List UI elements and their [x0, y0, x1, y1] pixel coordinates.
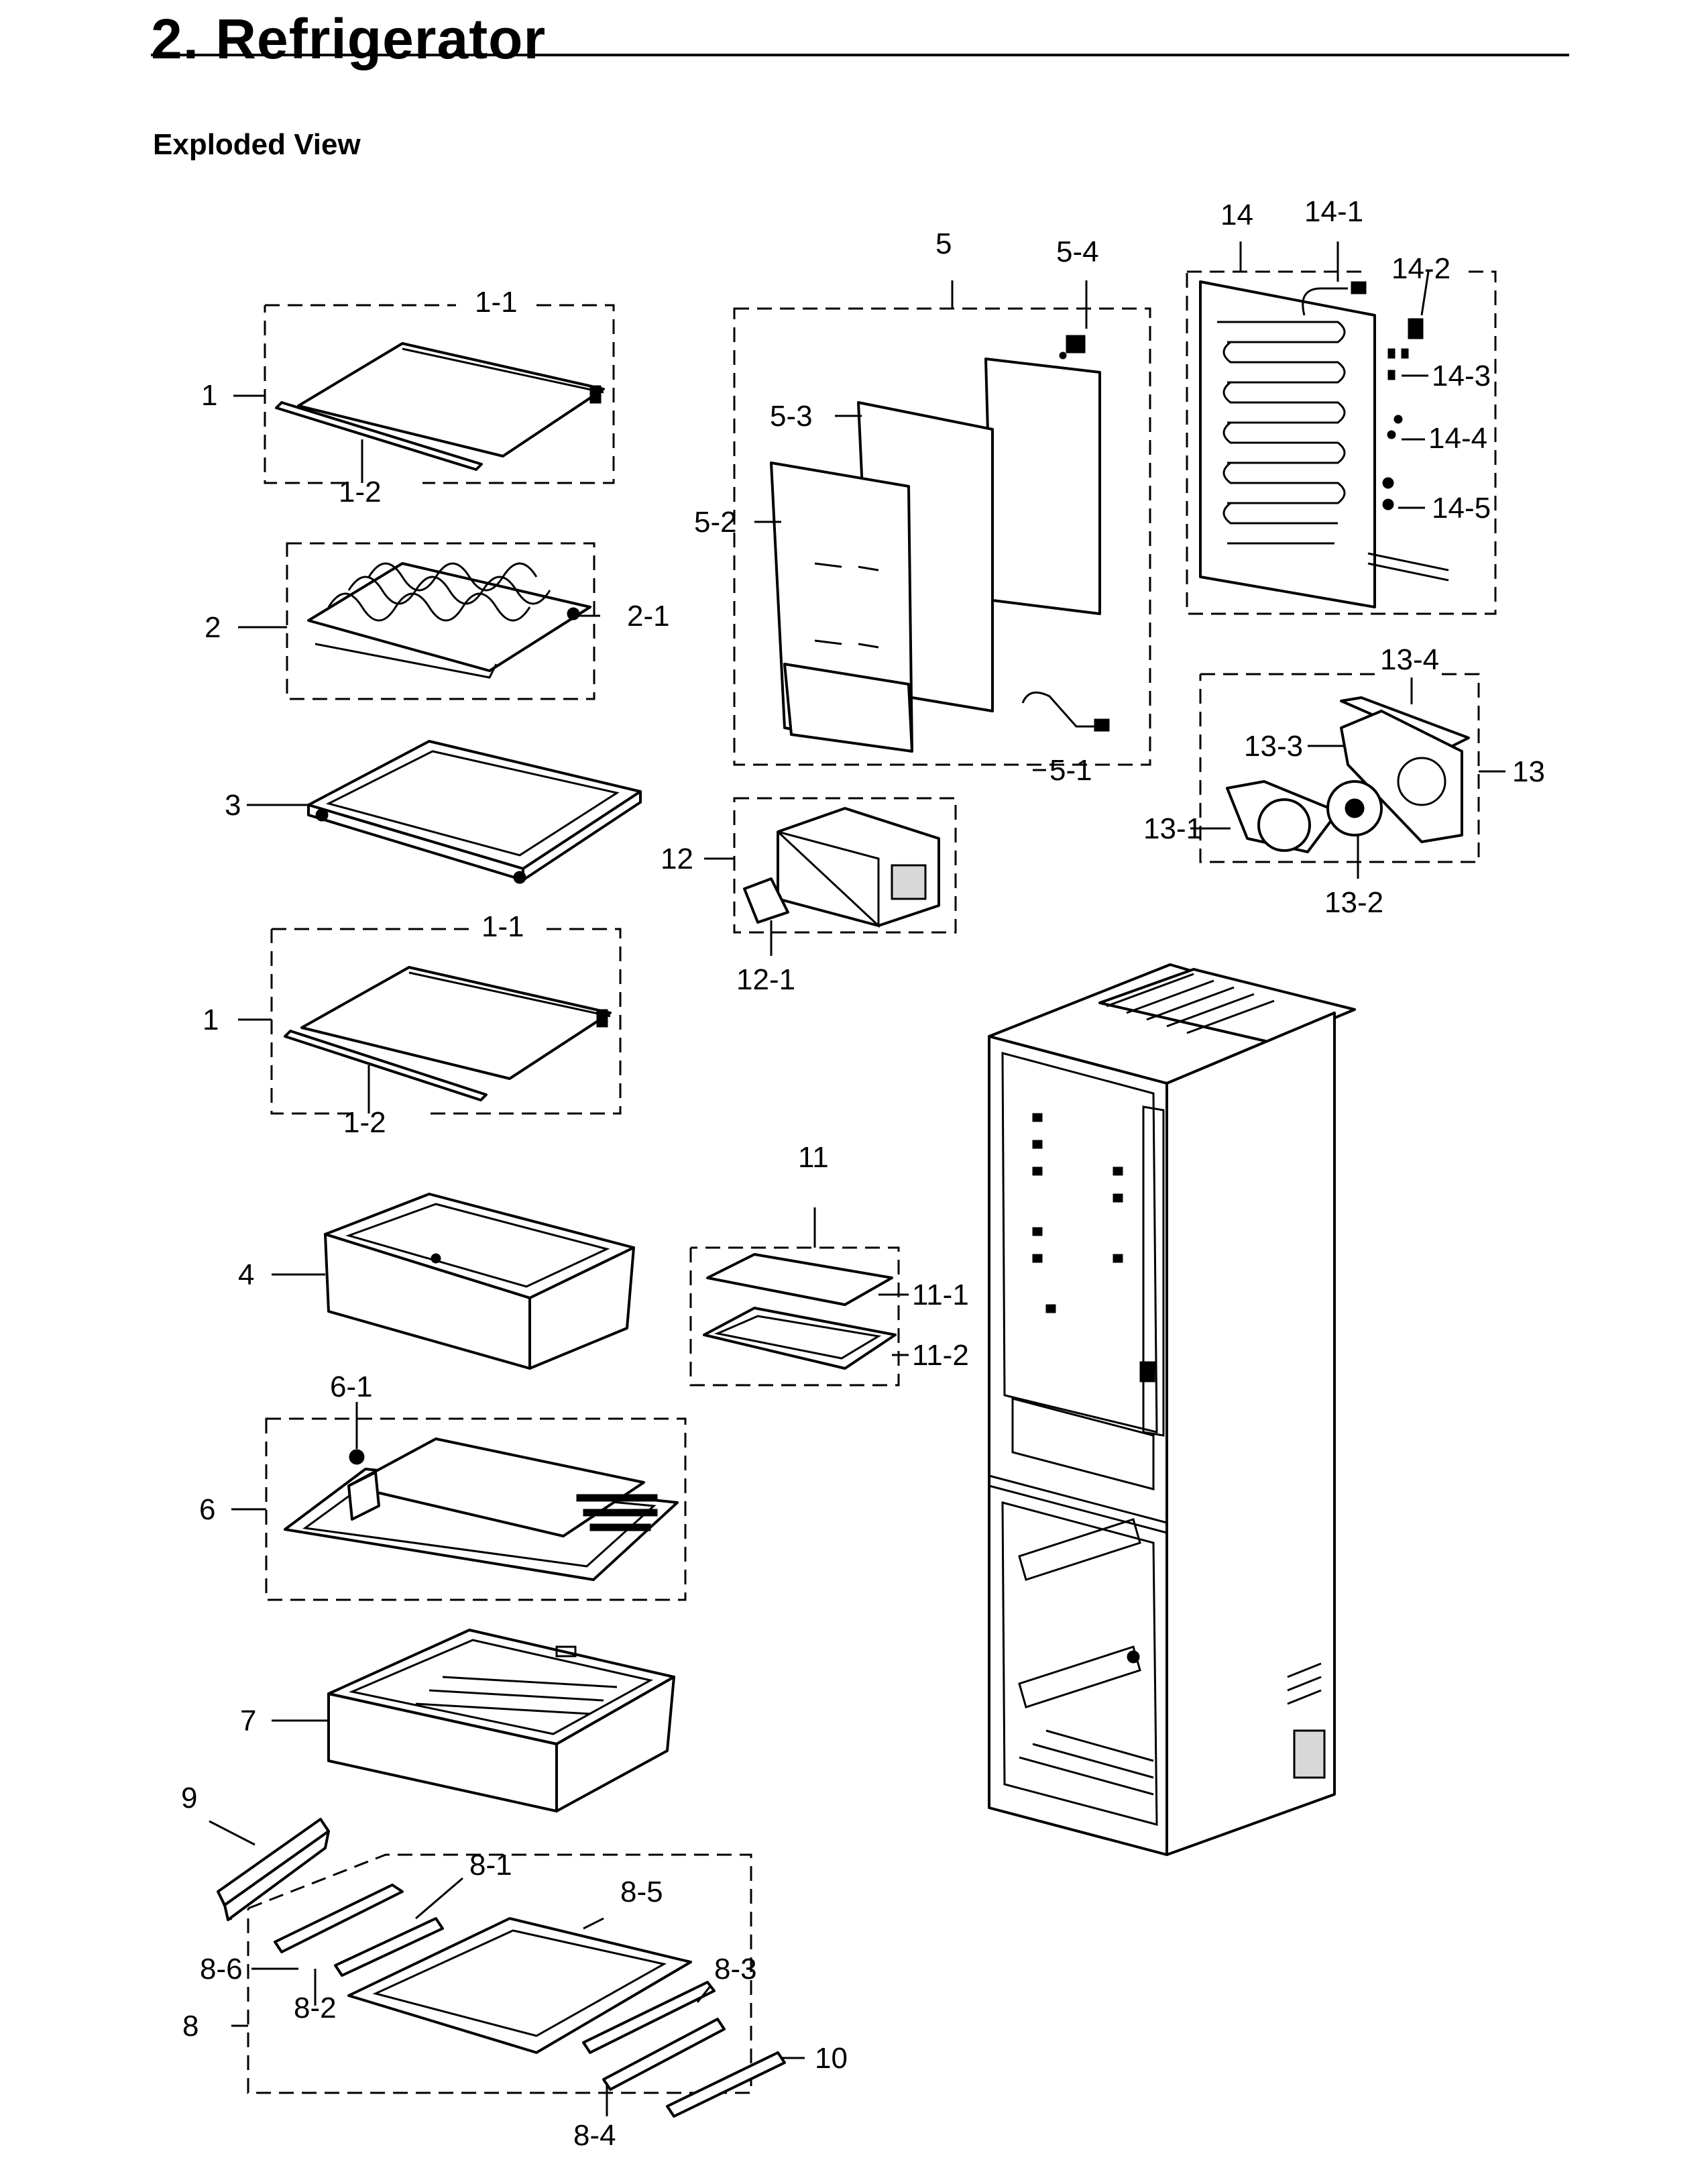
callout-5: 5: [935, 227, 952, 260]
callout-8-3: 8-3: [714, 1953, 757, 1986]
cabinet-side: [1165, 1012, 1336, 1856]
wine-rack: [307, 562, 591, 672]
rail-cover-right: [666, 2051, 786, 2118]
shelf-glass-bottom: [300, 966, 612, 1080]
callout-8: 8: [182, 2010, 198, 2043]
ice-tray-assembly: [689, 1246, 900, 1387]
callout-7: 7: [240, 1704, 256, 1737]
callout-13: 13: [1512, 755, 1545, 788]
callout-12-1: 12-1: [736, 963, 795, 996]
shelf-glass-top: [297, 342, 605, 457]
callout-3: 3: [225, 789, 241, 822]
callout-6: 6: [199, 1493, 215, 1526]
evaporator-assembly: [1186, 270, 1497, 615]
page-title: 2. Refrigerator: [151, 7, 547, 70]
shelf-assembly-bottom: [270, 928, 622, 1115]
drawer-rail-assembly: [247, 1853, 786, 2118]
callout-4: 4: [238, 1258, 254, 1291]
refrigerator-cabinet: [988, 963, 1356, 1856]
callout-8-6: 8-6: [200, 1953, 243, 1986]
chiller-tray-assembly: [265, 1417, 687, 1601]
callout-12: 12: [661, 843, 693, 875]
callout-13-2: 13-2: [1324, 886, 1383, 919]
callout-6-1: 6-1: [330, 1370, 373, 1403]
rail-left-outer: [274, 1884, 404, 1953]
callout-10: 10: [815, 2042, 848, 2075]
callout-5-4: 5-4: [1056, 235, 1099, 268]
callout-14-3: 14-3: [1432, 360, 1491, 392]
callout-8-5: 8-5: [620, 1876, 663, 1908]
callout-14-1: 14-1: [1304, 195, 1363, 228]
callout-2-1: 2-1: [627, 600, 670, 633]
cover-back: [984, 358, 1101, 615]
crisper-drawer: [324, 1193, 635, 1370]
callout-11: 11: [798, 1141, 829, 1174]
cabinet-front: [988, 1035, 1168, 1856]
callout-13-3: 13-3: [1244, 730, 1303, 763]
callout-9: 9: [181, 1782, 197, 1814]
shelf-trim-top: [275, 401, 483, 471]
callout-13-4: 13-4: [1380, 643, 1439, 676]
wine-rack-assembly: [286, 542, 595, 700]
callout-14-2: 14-2: [1391, 252, 1450, 285]
callout-5-1: 5-1: [1049, 754, 1092, 787]
fan-assembly: [1199, 673, 1480, 863]
callout-1-top: 1: [201, 379, 217, 412]
shelf-assembly-top: [264, 304, 615, 484]
callout-1-2-bottom: 1-2: [343, 1106, 386, 1139]
rail-cover-left: [217, 1818, 330, 1921]
shelf-trim-bottom: [284, 1030, 488, 1101]
callout-1-1-top: 1-1: [475, 286, 518, 319]
evaporator-cover-assembly: [733, 307, 1151, 766]
title-underline: [151, 54, 1569, 56]
rail-left-inner: [334, 1917, 444, 1977]
callout-5-2: 5-2: [694, 506, 737, 539]
section-subtitle: Exploded View: [153, 128, 361, 161]
callout-14: 14: [1220, 199, 1253, 231]
callout-1-2-top: 1-2: [339, 476, 382, 508]
callout-8-1: 8-1: [469, 1849, 512, 1882]
callout-1-1-bottom: 1-1: [481, 910, 524, 943]
control-box-assembly: [733, 797, 957, 934]
callout-14-5: 14-5: [1432, 492, 1491, 525]
freezer-drawer: [327, 1629, 675, 1812]
callout-13-1: 13-1: [1143, 812, 1202, 845]
callout-5-3: 5-3: [770, 400, 813, 433]
callout-11-2: 11-2: [912, 1339, 969, 1372]
callout-2: 2: [205, 611, 221, 644]
control-cover: [743, 877, 789, 924]
callout-14-4: 14-4: [1428, 422, 1487, 455]
callout-8-4: 8-4: [573, 2119, 616, 2152]
rail-right-outer: [602, 2018, 726, 2091]
rail-right-inner: [582, 1981, 716, 2054]
glass-shelf: [307, 740, 642, 884]
callout-11-1: 11-1: [912, 1279, 969, 1311]
callout-1-bottom: 1: [203, 1003, 219, 1036]
callout-8-2: 8-2: [294, 1992, 337, 2024]
